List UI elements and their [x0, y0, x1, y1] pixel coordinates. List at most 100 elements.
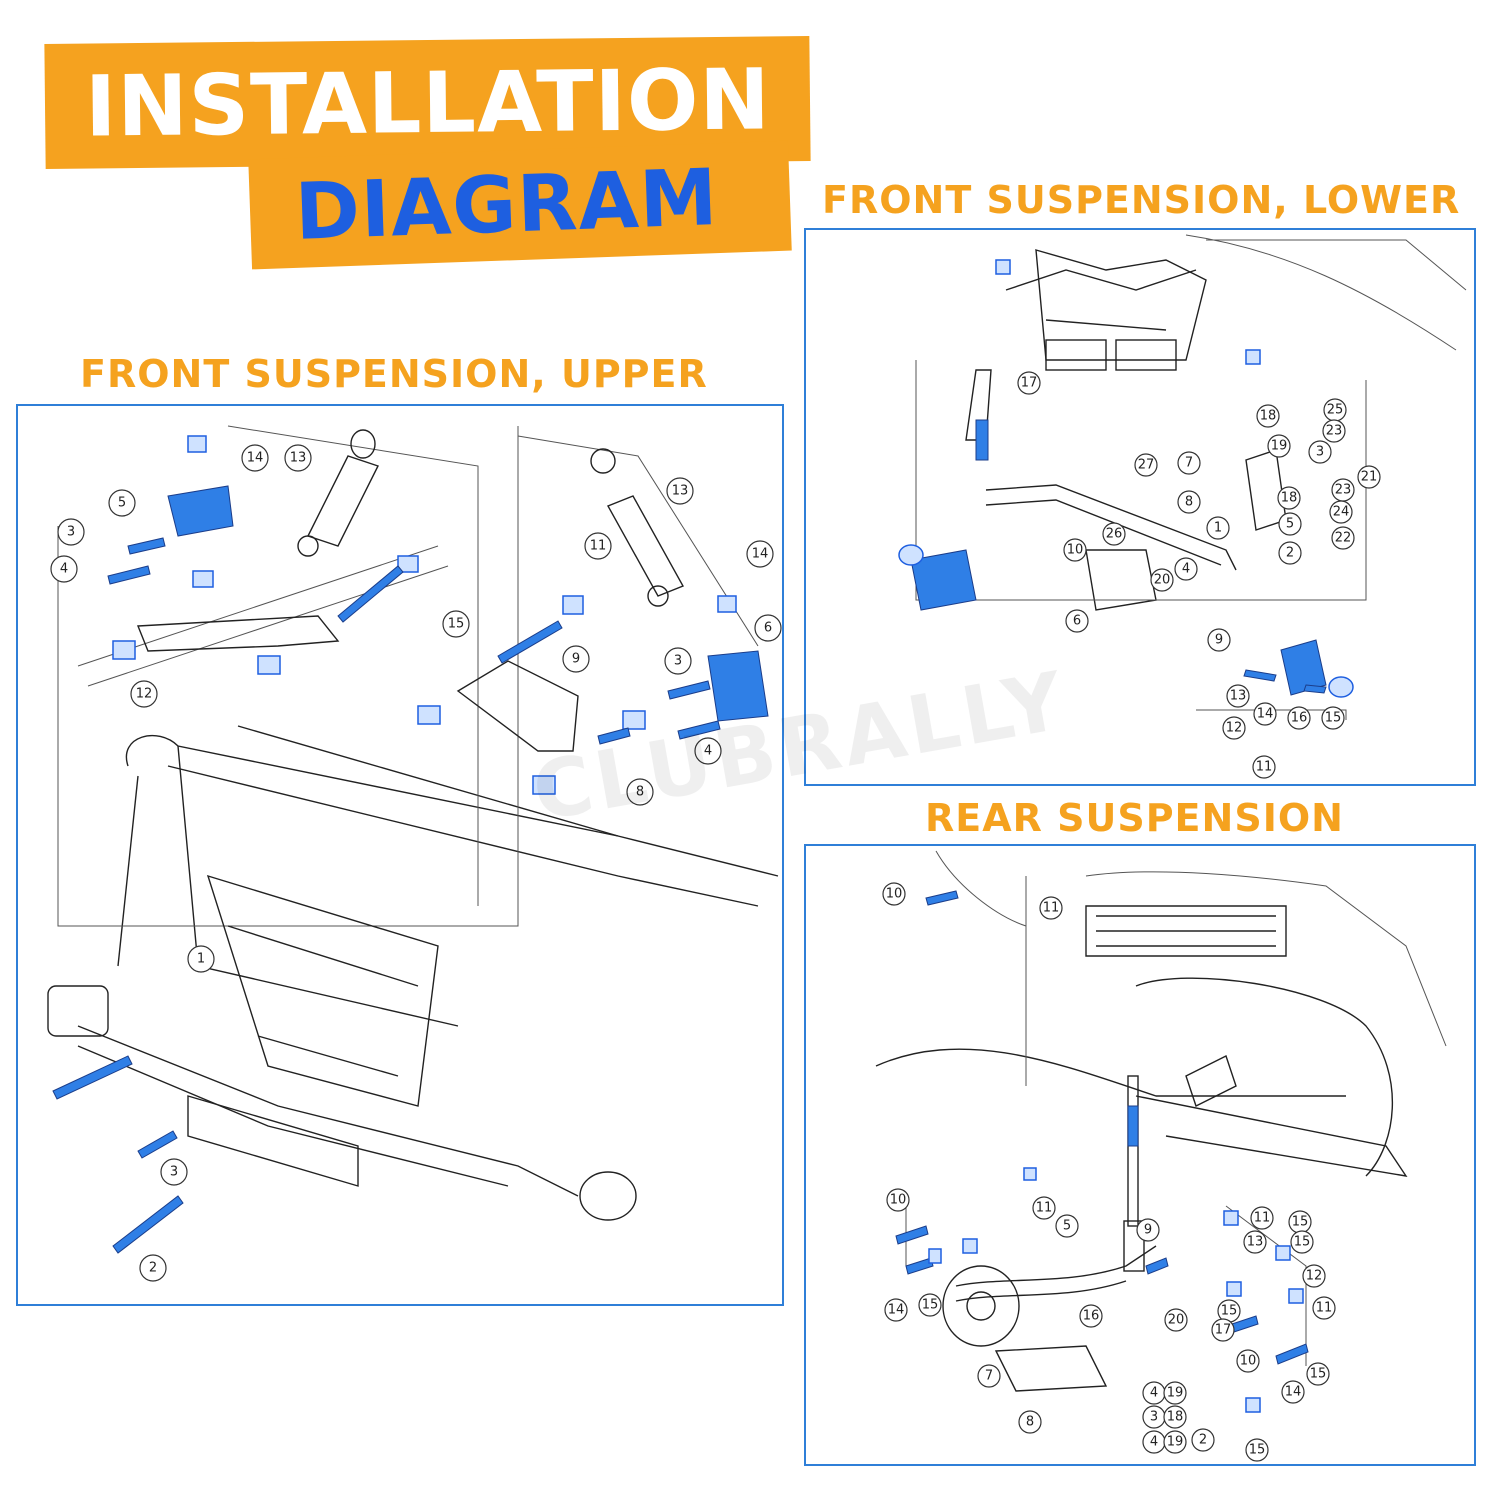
- callout-number: 9: [1215, 633, 1223, 648]
- callout-number: 1: [197, 952, 205, 967]
- callout-number: 2: [1199, 1433, 1207, 1448]
- heading-front-upper: FRONT SUSPENSION, UPPER: [80, 352, 708, 396]
- callout-number: 3: [67, 525, 75, 540]
- callout-number: 17: [1021, 376, 1038, 391]
- nut-icon: [187, 435, 207, 453]
- diagram-front-lower: 17 25 18 23 19 3 2 1 27 7 8 23 18 24 5 22…: [898, 234, 1467, 779]
- callout-number: 15: [1292, 1215, 1309, 1230]
- callout-number: 19: [1167, 1435, 1184, 1450]
- callout-number: 20: [1154, 573, 1171, 588]
- callout-number: 22: [1335, 531, 1352, 546]
- callout-number: 23: [1335, 483, 1352, 498]
- callout-number: 11: [1043, 901, 1060, 916]
- bushing-icon: [417, 705, 441, 725]
- callout-number: 2: [149, 1261, 157, 1276]
- callout-number: 24: [1333, 505, 1350, 520]
- callout-number: 18: [1281, 491, 1298, 506]
- callout-number: 11: [1256, 760, 1273, 775]
- bolt-icon: [52, 1055, 133, 1100]
- callout-number: 25: [1327, 403, 1344, 418]
- callout-number: 13: [290, 451, 307, 466]
- callout-number: 9: [572, 652, 580, 667]
- callout-number: 26: [1106, 527, 1123, 542]
- bushing-icon: [532, 775, 556, 795]
- bracket-icon: [167, 485, 234, 537]
- heading-front-lower: FRONT SUSPENSION, LOWER: [822, 178, 1461, 222]
- callout-number: 17: [1215, 1323, 1232, 1338]
- panel-rear: 10 11 10 11 5 9 11 15 13 15 20 12 14 15 …: [804, 844, 1476, 1466]
- callout-number: 4: [1150, 1435, 1158, 1450]
- callout-number: 4: [60, 562, 68, 577]
- callout-number: 15: [922, 1298, 939, 1313]
- title-line-2: DIAGRAM: [293, 153, 720, 258]
- callout-number: 5: [118, 496, 126, 511]
- callout-number: 15: [1325, 711, 1342, 726]
- panel-front-lower: 17 25 18 23 19 3 2 1 27 7 8 23 18 24 5 22…: [804, 228, 1476, 786]
- callout-number: 11: [1036, 1201, 1053, 1216]
- callout-number: 3: [1316, 445, 1324, 460]
- callout-number: 10: [1067, 543, 1084, 558]
- callout-number: 6: [764, 621, 772, 636]
- callout-number: 6: [1073, 614, 1081, 629]
- callout-number: 14: [247, 451, 264, 466]
- callout-number: 16: [1291, 711, 1308, 726]
- callout-number: 5: [1063, 1219, 1071, 1234]
- callout-number: 3: [170, 1165, 178, 1180]
- callout-number: 10: [1240, 1354, 1257, 1369]
- bushing-icon: [622, 710, 646, 730]
- callouts-front-lower: 17 25 18 23 19 3 2 1 27 7 8 23 18 24 5 22…: [1017, 371, 1381, 779]
- callout-number: 4: [704, 744, 712, 759]
- callouts-front-upper: 14 13 5 3 4 13 11 14 15 9 6 3 12 4 8 1 3…: [50, 444, 782, 1282]
- callout-number: 13: [1230, 689, 1247, 704]
- callout-number: 2: [1286, 546, 1294, 561]
- callout-number: 11: [1254, 1211, 1271, 1226]
- bushing-icon: [397, 555, 419, 573]
- callout-number: 8: [1026, 1415, 1034, 1430]
- callout-number: 4: [1150, 1386, 1158, 1401]
- callout-number: 16: [1083, 1309, 1100, 1324]
- callout-number: 19: [1167, 1386, 1184, 1401]
- callout-number: 14: [1285, 1385, 1302, 1400]
- callout-number: 3: [1150, 1410, 1158, 1425]
- callout-number: 11: [590, 539, 607, 554]
- callout-number: 14: [1257, 707, 1274, 722]
- bushing-icon: [562, 595, 584, 615]
- callout-number: 7: [1185, 456, 1193, 471]
- callout-number: 15: [1221, 1304, 1238, 1319]
- callout-number: 19: [1271, 439, 1288, 454]
- callout-number: 10: [886, 887, 903, 902]
- heading-rear: REAR SUSPENSION: [925, 796, 1344, 840]
- callout-number: 14: [752, 547, 769, 562]
- callout-number: 18: [1167, 1410, 1184, 1425]
- diagram-rear: 10 11 10 11 5 9 11 15 13 15 20 12 14 15 …: [875, 850, 1447, 1462]
- title-banner-2: DIAGRAM: [248, 140, 792, 270]
- callout-number: 3: [674, 654, 682, 669]
- bushing-icon: [112, 640, 136, 660]
- callout-number: 5: [1286, 517, 1294, 532]
- diagram-front-upper: 14 13 5 3 4 13 11 14 15 9 6 3 12 4 8 1 3…: [47, 425, 782, 1282]
- callout-number: 27: [1138, 458, 1155, 473]
- callout-number: 20: [1168, 1313, 1185, 1328]
- callout-number: 12: [136, 687, 153, 702]
- callout-number: 23: [1326, 424, 1343, 439]
- callout-number: 15: [1310, 1367, 1327, 1382]
- callout-number: 14: [888, 1303, 905, 1318]
- callout-number: 12: [1226, 721, 1243, 736]
- bushing-icon: [192, 570, 214, 588]
- bracket-icon: [707, 650, 769, 722]
- callout-number: 12: [1306, 1269, 1323, 1284]
- bushing-icon: [257, 655, 281, 675]
- callout-number: 13: [1247, 1235, 1264, 1250]
- panel-front-upper: 14 13 5 3 4 13 11 14 15 9 6 3 12 4 8 1 3…: [16, 404, 784, 1306]
- callout-number: 18: [1260, 409, 1277, 424]
- callout-number: 11: [1316, 1301, 1333, 1316]
- callout-number: 8: [1185, 495, 1193, 510]
- callout-number: 1: [1214, 521, 1222, 536]
- nut-icon: [717, 595, 737, 613]
- callout-number: 15: [1294, 1235, 1311, 1250]
- callout-number: 15: [448, 617, 465, 632]
- callouts-rear: 10 11 10 11 5 9 11 15 13 15 20 12 14 15 …: [882, 882, 1336, 1462]
- callout-number: 8: [636, 785, 644, 800]
- callout-number: 7: [985, 1369, 993, 1384]
- callout-number: 4: [1182, 562, 1190, 577]
